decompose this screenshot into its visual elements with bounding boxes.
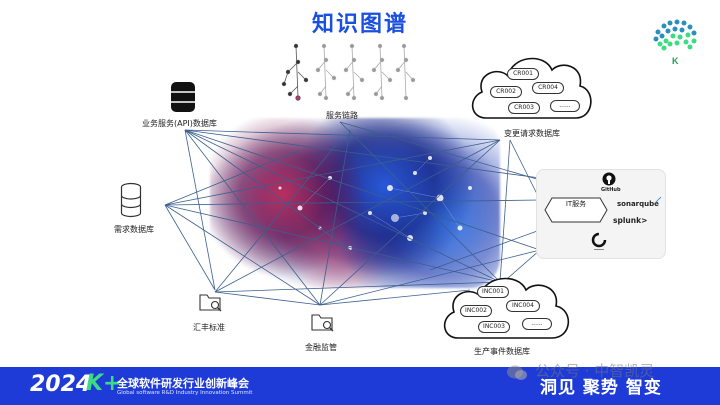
- incident-db-label: 生产事件数据库: [474, 347, 530, 356]
- folder-search-icon-2: [311, 314, 334, 332]
- cr-item: ......: [550, 100, 580, 112]
- huifeng-label: 汇丰标准: [193, 323, 225, 332]
- cr-item: CR002: [490, 86, 522, 98]
- github-label: GitHub: [601, 187, 621, 193]
- wechat-icon: [507, 365, 527, 380]
- inc-item: INC004: [506, 300, 540, 312]
- inc-item: INC002: [460, 305, 492, 317]
- splunk-label: splunk>: [613, 216, 648, 225]
- change-db-label: 变更请求数据库: [504, 129, 560, 138]
- inc-item: ......: [522, 318, 552, 330]
- service-chain-label: 服务链路: [326, 111, 358, 120]
- page-title: 知识图谱: [311, 12, 408, 37]
- brain-logo-icon: K: [653, 19, 697, 66]
- network-visual: [210, 118, 500, 288]
- footer-year: 2024: [30, 372, 92, 397]
- cr-item: CR004: [532, 82, 564, 94]
- api-db-label: 业务服务(API)数据库: [142, 119, 217, 128]
- footer-bar: [0, 367, 720, 405]
- cr-item: CR003: [508, 102, 540, 114]
- sonar-wave-icon: [654, 196, 662, 204]
- it-service-label: IT服务: [565, 200, 587, 208]
- github-icon: [602, 172, 616, 186]
- footer-slogan: 洞见 聚势 智变: [540, 378, 662, 398]
- inc-item: INC003: [478, 321, 510, 333]
- cr-item: CR001: [507, 68, 539, 80]
- summit-subtitle: Global software R&D Industry Innovation …: [117, 390, 253, 396]
- logo-letter: K: [672, 56, 679, 66]
- inc-item: INC001: [477, 286, 509, 298]
- summit-title: 全球软件研发行业创新峰会: [117, 377, 249, 390]
- database-icon: [171, 82, 195, 112]
- folder-search-icon: [199, 294, 222, 312]
- demand-db-label: 需求数据库: [114, 225, 154, 234]
- footer-kplus: K+: [86, 371, 122, 396]
- database-outline-icon: [120, 182, 142, 218]
- watermark-text: 公众号 · 中智凯灵: [535, 362, 655, 380]
- it-service-hexagon: [544, 197, 608, 223]
- service-chain-graph: [281, 43, 416, 101]
- sonarqube-label: sonarqube: [617, 200, 659, 208]
- tool-logo-icon: [591, 232, 607, 250]
- jinrong-label: 金融监管: [305, 343, 337, 352]
